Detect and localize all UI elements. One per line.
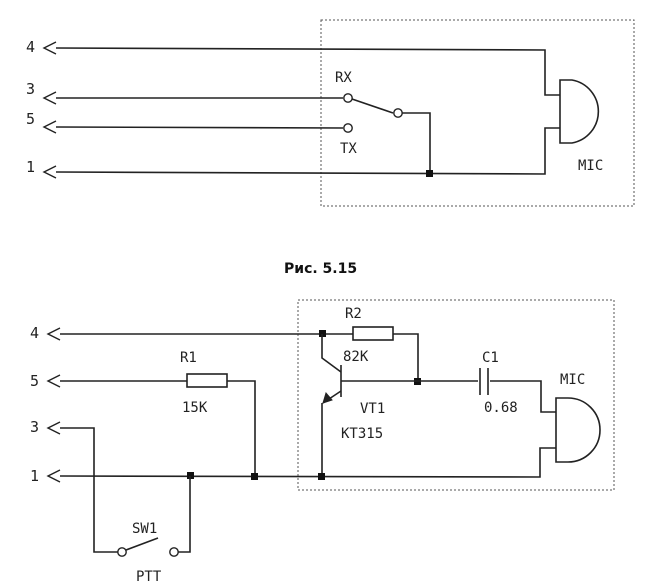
wire-pin-4 [55, 47, 560, 96]
r2-value: 82K [343, 349, 369, 365]
wire-pin-3 [60, 427, 118, 553]
c1-name: C1 [482, 350, 499, 366]
figure-caption: Рис. 5.15 [284, 261, 357, 277]
vt1-collector-lead [321, 334, 342, 373]
junction-dot [187, 472, 194, 479]
pin-1-label: 1 [30, 467, 39, 485]
pin-3-label: 3 [30, 418, 39, 436]
pin-5-arrow [46, 374, 61, 388]
ptt-contact-left [117, 547, 127, 557]
junction-dot [426, 170, 433, 177]
pin-4-label: 4 [26, 38, 35, 56]
switch-lever [351, 98, 394, 114]
pin-4-arrow [42, 41, 57, 55]
mic-enclosure-box-2 [297, 299, 615, 491]
switch-common-contact [393, 108, 403, 118]
wire-r2-base [393, 333, 419, 381]
wire-pin-1 [59, 447, 556, 478]
junction-dot [251, 473, 258, 480]
pin-5-label: 5 [26, 110, 35, 128]
mic-enclosure-box-1 [320, 19, 635, 207]
resistor-r1 [186, 373, 228, 388]
ptt-lever [125, 537, 159, 551]
junction-dot [318, 473, 325, 480]
figure-1: 4 3 5 1 RX TX MIC [26, 19, 635, 207]
figure-2: 4 5 3 1 R2 82K VT1 KT315 C1 0.68 MIC [30, 299, 615, 585]
pin-4-arrow [46, 327, 61, 341]
switch-tx-contact [343, 123, 353, 133]
pin-1-arrow [46, 469, 61, 483]
pin-3-label: 3 [26, 80, 35, 98]
mic-label-2: MIC [560, 372, 585, 388]
vt1-type: KT315 [341, 426, 383, 442]
microphone-2-icon [555, 397, 601, 463]
vt1-emitter-arrow-icon [322, 391, 333, 404]
wire-ptt-ground [178, 476, 191, 553]
mic-label-1: MIC [578, 158, 603, 174]
wire-pin-5 [55, 126, 344, 129]
pin-1-label: 1 [26, 158, 35, 176]
vt1-name: VT1 [360, 401, 385, 417]
tx-label: TX [340, 141, 357, 157]
wire-switch-common [402, 112, 431, 173]
resistor-r2 [352, 326, 394, 341]
c1-value: 0.68 [484, 400, 518, 416]
pin-4-label: 4 [30, 324, 39, 342]
pin-3-arrow [42, 91, 57, 105]
switch-rx-contact [343, 93, 353, 103]
ptt-label: PTT [136, 569, 162, 585]
capacitor-c1 [479, 368, 489, 395]
rx-label: RX [335, 70, 352, 86]
pin-5-label: 5 [30, 372, 39, 390]
r2-name: R2 [345, 306, 362, 322]
pin-1-arrow [42, 165, 57, 179]
wire-pin-1 [55, 127, 560, 175]
pin-5-arrow [42, 120, 57, 134]
wire-c1-mic [490, 380, 556, 413]
wire-r1-ground [227, 380, 256, 477]
r1-value: 15K [182, 400, 208, 416]
sw1-name: SW1 [132, 521, 157, 537]
ptt-contact-right [169, 547, 179, 557]
microphone-1-icon [559, 79, 600, 144]
r1-name: R1 [180, 350, 197, 366]
pin-3-arrow [46, 421, 61, 435]
junction-dot [319, 330, 326, 337]
